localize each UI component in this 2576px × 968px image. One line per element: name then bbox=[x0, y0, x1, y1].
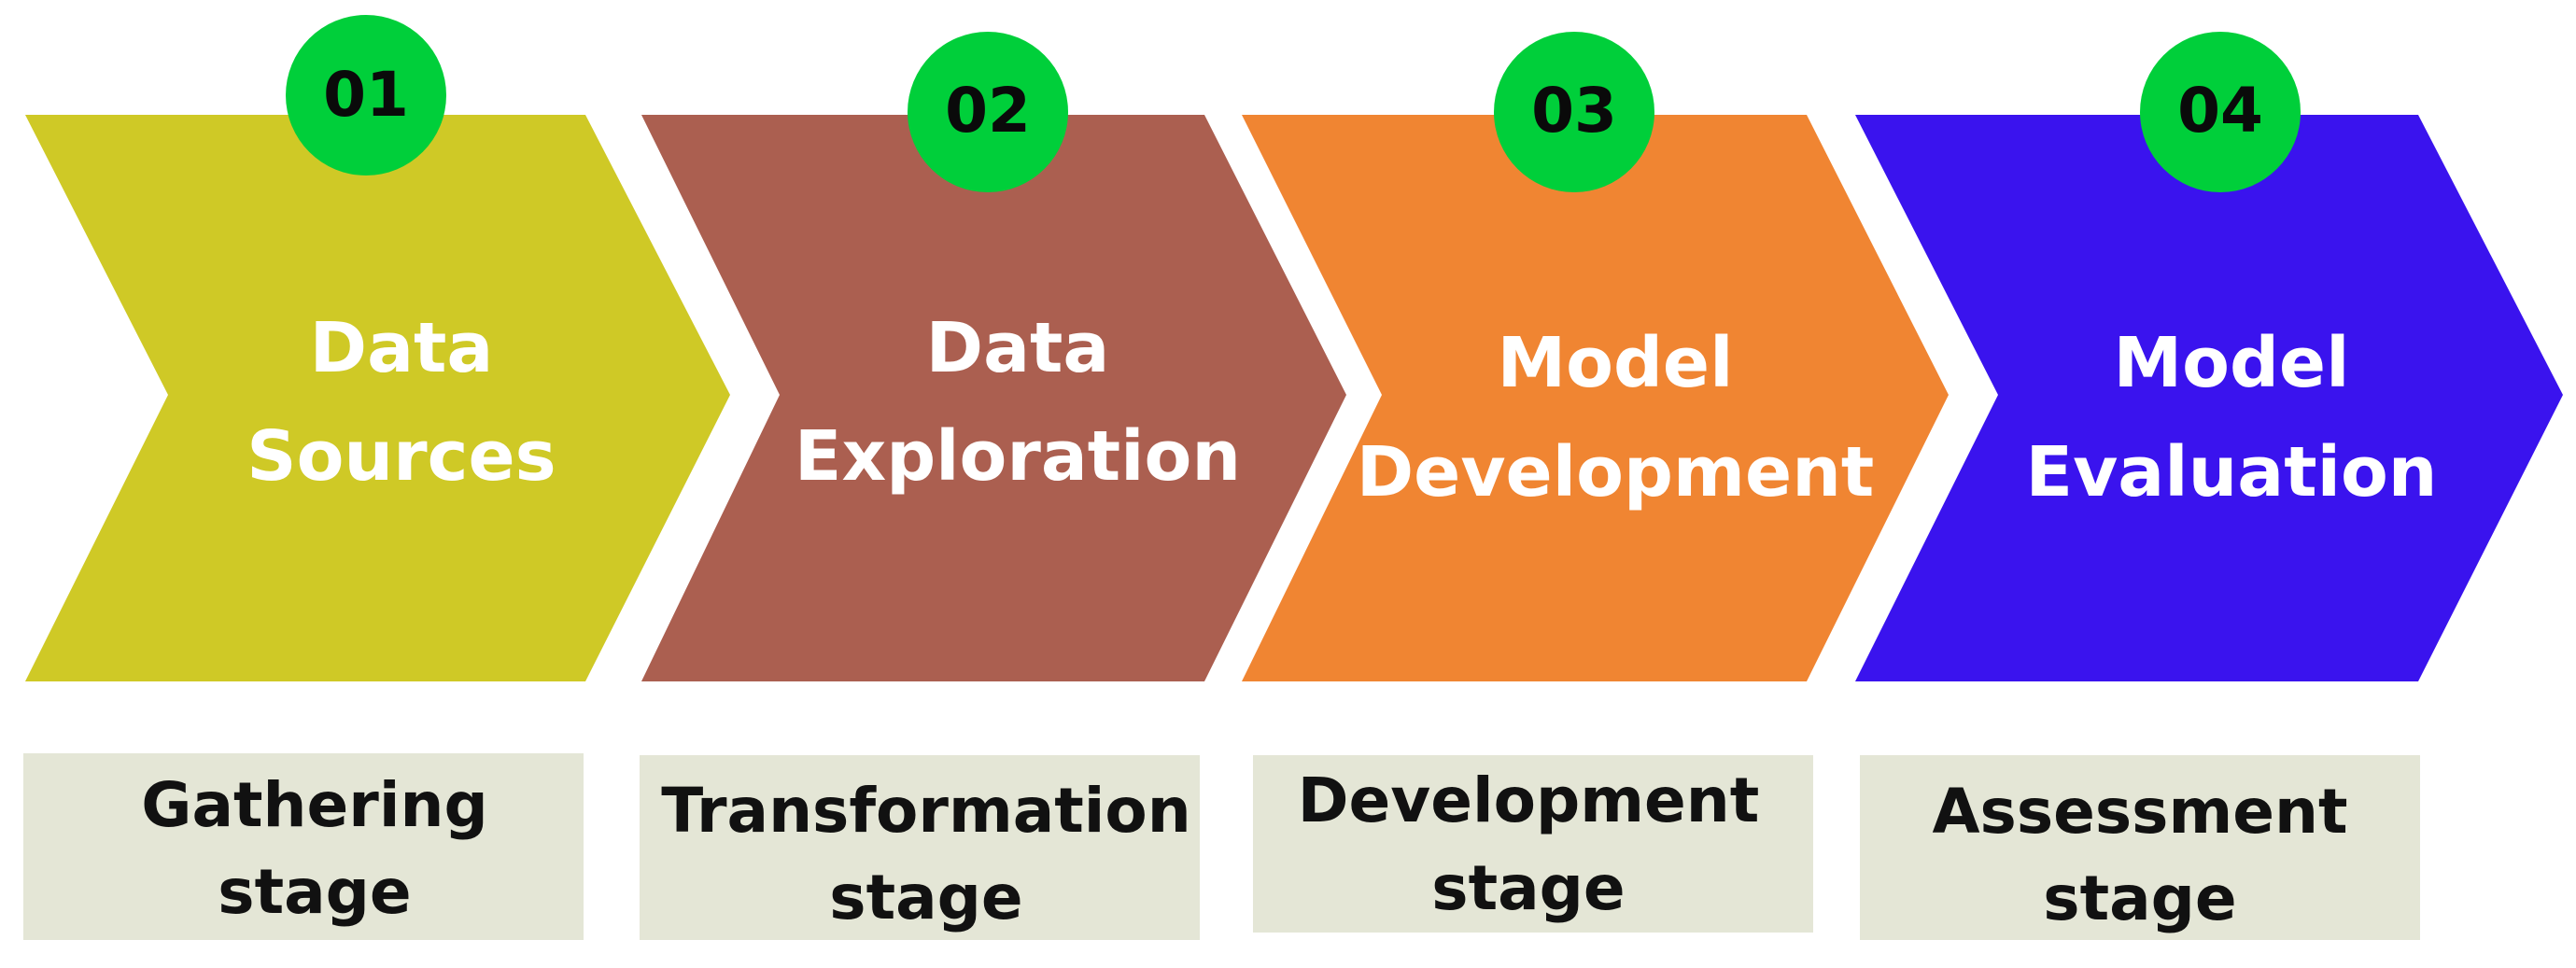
stage-3-number-badge bbox=[1494, 32, 1654, 192]
stage-1-chevron bbox=[25, 115, 730, 681]
stage-2-chevron bbox=[641, 115, 1346, 681]
stage-4-caption-line1: Assessment bbox=[1932, 776, 2347, 848]
stage-1-number: 01 bbox=[323, 59, 409, 131]
stage-3-number: 03 bbox=[1531, 75, 1617, 147]
stage-4-title-line2: Evaluation bbox=[2026, 432, 2438, 512]
stage-4-caption-box bbox=[1860, 755, 2420, 940]
stage-4-number-badge bbox=[2140, 32, 2301, 192]
stage-2: Data Exploration 02 Transformation stage bbox=[640, 32, 1346, 940]
stage-1-caption-line1: Gathering bbox=[141, 769, 487, 841]
stage-1-caption-line2: stage bbox=[218, 856, 411, 928]
stage-2-caption-line2: stage bbox=[829, 862, 1022, 933]
stage-1-caption-box bbox=[23, 753, 584, 940]
stage-3: Model Development 03 Development stage bbox=[1242, 32, 1949, 933]
stage-4-chevron bbox=[1855, 115, 2563, 681]
stage-1-number-badge bbox=[286, 15, 446, 175]
stage-3-caption-line1: Development bbox=[1298, 765, 1760, 836]
stage-3-caption-box bbox=[1253, 755, 1813, 933]
stage-4-caption-line2: stage bbox=[2043, 863, 2236, 934]
stage-1: Data Sources 01 Gathering stage bbox=[23, 15, 730, 940]
stage-3-title-line1: Model bbox=[1497, 323, 1733, 403]
stage-4-number: 04 bbox=[2177, 75, 2263, 147]
stage-1-title-line2: Sources bbox=[246, 416, 556, 497]
stage-2-title-line1: Data bbox=[926, 308, 1110, 388]
stage-4: Model Evaluation 04 Assessment stage bbox=[1855, 32, 2563, 940]
stage-2-caption-line1: Transformation bbox=[661, 775, 1191, 847]
stage-2-number: 02 bbox=[945, 75, 1031, 147]
stage-3-caption-line2: stage bbox=[1431, 852, 1625, 924]
stage-4-title-line1: Model bbox=[2113, 323, 2349, 403]
stage-1-title-line1: Data bbox=[310, 308, 494, 388]
stage-2-caption-box bbox=[640, 755, 1200, 940]
stage-3-chevron bbox=[1242, 115, 1949, 681]
stage-2-number-badge bbox=[908, 32, 1068, 192]
stage-2-title-line2: Exploration bbox=[795, 416, 1241, 497]
stage-3-title-line2: Development bbox=[1357, 432, 1875, 512]
